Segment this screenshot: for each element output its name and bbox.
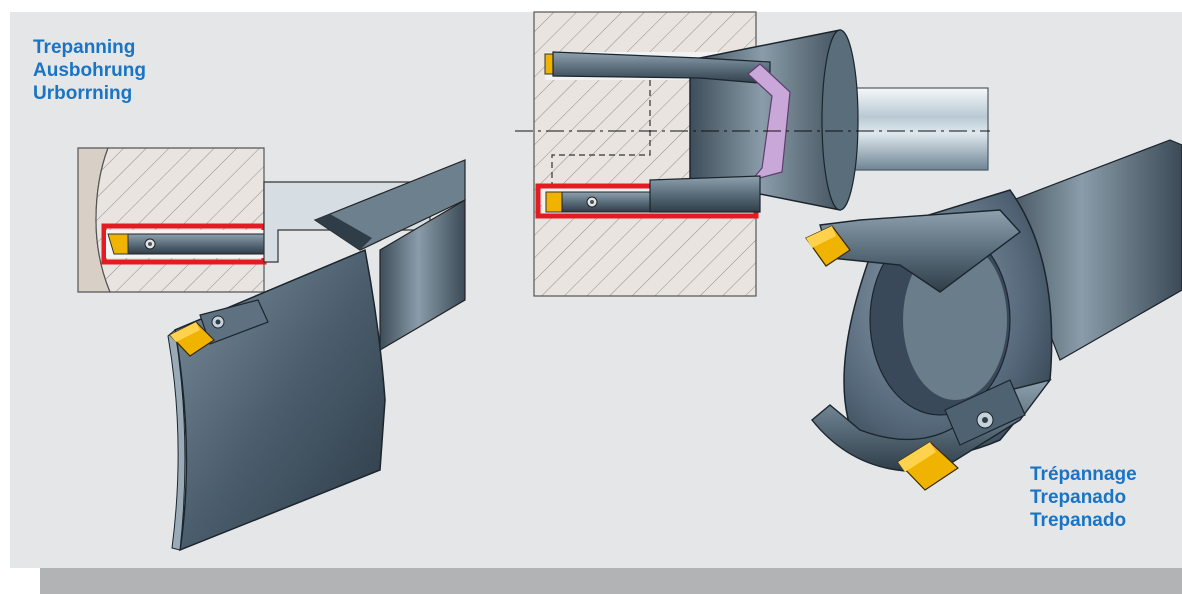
center-section-view (515, 11, 990, 297)
label-de: Ausbohrung (33, 60, 146, 81)
label-fr: Trépannage (1030, 464, 1137, 485)
label-pt: Trepanado (1030, 510, 1127, 531)
label-es: Trepanado (1030, 487, 1127, 508)
left-tool-3d (167, 159, 466, 552)
label-en: Trepanning (33, 37, 136, 58)
label-sv: Urborrning (33, 83, 133, 104)
footer-bar (40, 568, 1182, 594)
right-tool-3d (805, 139, 1182, 491)
labels-bottom-right: Trépannage Trepanado Trepanado (1030, 463, 1137, 532)
labels-top-left: Trepanning Ausbohrung Urborrning (33, 36, 146, 105)
